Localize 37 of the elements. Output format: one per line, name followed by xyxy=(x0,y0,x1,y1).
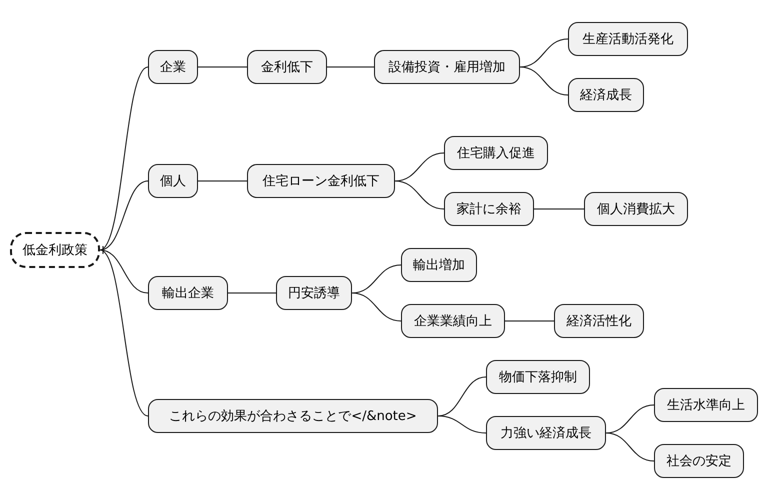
connector-line xyxy=(520,66,568,96)
topic-box: これらの効果が合わさることで</&note> xyxy=(148,399,438,433)
topic-box: 家計に余裕 xyxy=(444,192,534,226)
topic-box: 経済活性化 xyxy=(554,304,644,338)
connector-line xyxy=(228,292,276,294)
connector-line xyxy=(504,320,554,322)
topic-box: 社会の安定 xyxy=(654,444,744,478)
topic-box: 物価下落抑制 xyxy=(486,360,590,394)
connector-line xyxy=(438,416,486,434)
topic-box: 個人 xyxy=(148,164,198,198)
connector-line xyxy=(534,208,584,210)
topic-box: 生活水準向上 xyxy=(654,388,758,422)
connector-line xyxy=(352,292,402,322)
topic-box: 輸出増加 xyxy=(401,248,477,282)
topic-box: 経済成長 xyxy=(568,78,644,112)
connector-line xyxy=(100,66,148,250)
connector-line xyxy=(606,432,654,462)
connector-line xyxy=(100,180,148,250)
topic-box: 力強い経済成長 xyxy=(486,416,606,450)
topic-box: 生産活動活発化 xyxy=(568,22,688,56)
connector-line xyxy=(198,66,248,68)
connector-line xyxy=(394,180,444,210)
topic-box: 円安誘導 xyxy=(276,276,352,310)
topic-box: 住宅購入促進 xyxy=(444,136,548,170)
topic-box: 個人消費拡大 xyxy=(584,192,688,226)
root-topic-box: 低金利政策 xyxy=(10,232,100,268)
topic-box: 企業 xyxy=(148,50,198,84)
topic-box: 輸出企業 xyxy=(148,276,228,310)
connector-line xyxy=(198,180,248,182)
connector-line xyxy=(438,376,486,416)
topic-box: 企業業績向上 xyxy=(401,304,505,338)
topic-box: 設備投資・雇用増加 xyxy=(374,50,520,84)
topic-box: 金利低下 xyxy=(247,50,327,84)
topic-box: 住宅ローン金利低下 xyxy=(247,164,395,198)
connector-line xyxy=(326,66,374,68)
connector-line xyxy=(100,250,148,416)
connector-line xyxy=(100,250,148,294)
